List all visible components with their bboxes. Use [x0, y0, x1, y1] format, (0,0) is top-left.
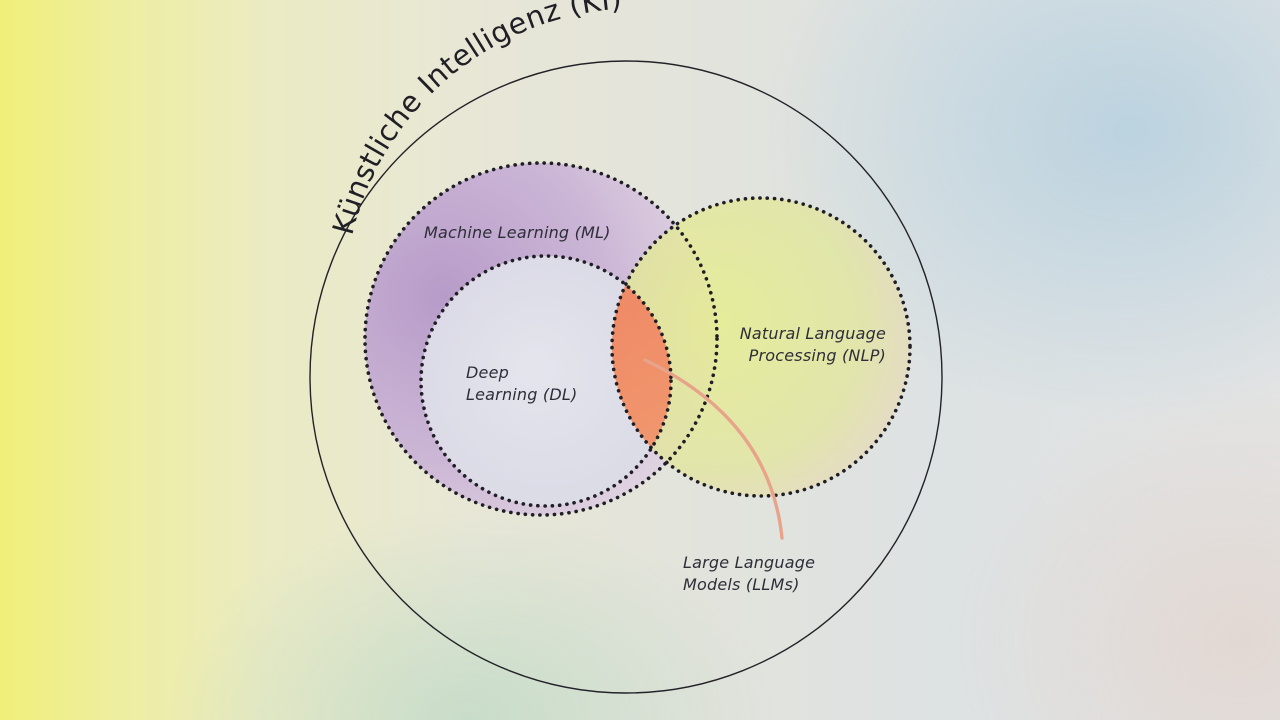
llm-label-line2: Models (LLMs) — [683, 575, 800, 594]
ml-label: Machine Learning (ML) — [424, 223, 611, 242]
nlp-label: Natural Language Processing (NLP) — [700, 323, 886, 367]
dl-label: Deep Learning (DL) — [466, 362, 577, 406]
dl-label-line1: Deep — [466, 363, 509, 382]
dl-circle-fill — [421, 256, 671, 506]
ki-circle — [309, 60, 943, 694]
llm-label: Large Language Models (LLMs) — [683, 552, 815, 596]
llm-leader-line — [643, 358, 784, 540]
nlp-label-line1: Natural Language — [739, 324, 886, 343]
nlp-circle-fill — [612, 198, 910, 496]
llm-label-line1: Large Language — [683, 553, 816, 572]
dl-label-line2: Learning (DL) — [466, 385, 578, 404]
nlp-circle-outline — [610, 196, 912, 498]
nlp-label-line2: Processing (NLP) — [748, 346, 886, 365]
ml-circle-outline — [363, 161, 719, 517]
dl-circle-outline — [419, 254, 673, 508]
